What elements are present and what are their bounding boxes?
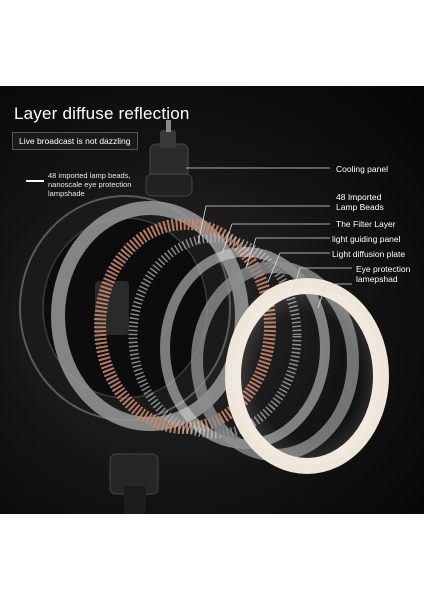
side-note: 48 imported lamp beads, nanoscale eye pr… xyxy=(48,171,158,198)
label-eye-protection-line2: lamepshad xyxy=(356,274,398,284)
label-lamp-beads-line2: Lamp Beads xyxy=(336,202,384,212)
label-light-guiding-panel: light guiding panel xyxy=(332,234,401,244)
note-marker xyxy=(26,180,44,182)
side-note-line3: lampshade xyxy=(48,189,85,198)
page-title: Layer diffuse reflection xyxy=(14,104,190,123)
leader-lines xyxy=(186,167,352,309)
label-filter-layer: The Filter Layer xyxy=(336,219,396,229)
label-lamp-beads: 48 Imported Lamp Beads xyxy=(336,192,384,212)
label-eye-protection: Eye protection lamepshad xyxy=(356,264,410,284)
side-note-line2: nanoscale eye protection xyxy=(48,180,132,189)
label-cooling-panel: Cooling panel xyxy=(336,164,388,174)
label-light-diffusion-plate: Light diffusion plate xyxy=(332,249,406,259)
product-image-panel: Layer diffuse reflection Live broadcast … xyxy=(0,86,424,514)
label-lamp-beads-line1: 48 Imported xyxy=(336,192,382,202)
mount-bracket xyxy=(145,120,193,197)
label-eye-protection-line1: Eye protection xyxy=(356,264,411,274)
side-note-line1: 48 imported lamp beads, xyxy=(48,171,131,180)
tagline-badge: Live broadcast is not dazzling xyxy=(12,132,138,150)
ring-light-exploded-illustration xyxy=(19,120,389,514)
stand-bottom xyxy=(109,453,159,514)
